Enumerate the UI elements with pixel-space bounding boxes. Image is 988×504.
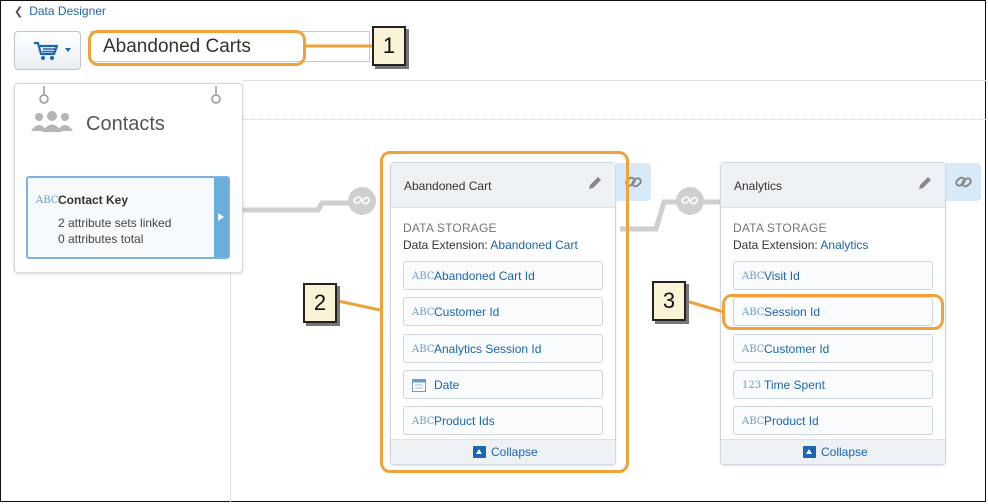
link-tab[interactable]	[946, 163, 981, 201]
data-extension-label: Data Extension: Analytics	[733, 238, 869, 252]
pin-icon	[211, 86, 221, 104]
shopping-cart-dropdown-button[interactable]	[14, 31, 81, 70]
card-title: Analytics	[734, 179, 783, 193]
text-type-icon: ABC	[742, 416, 765, 427]
callout-1: 1	[372, 26, 406, 66]
pin-icon	[39, 86, 49, 104]
canvas-divider-vertical	[230, 270, 231, 502]
attribute-group-name-input[interactable]	[90, 31, 370, 62]
data-extension-link[interactable]: Analytics	[820, 238, 869, 252]
canvas-guide-line	[242, 119, 986, 120]
pencil-icon[interactable]	[917, 175, 933, 191]
field-date[interactable]: Date	[403, 370, 603, 399]
link-node-icon[interactable]	[348, 187, 376, 215]
text-type-icon: ABC	[742, 307, 765, 318]
chevron-left-icon: ❮	[14, 6, 24, 18]
breadcrumb[interactable]: ❮ Data Designer	[14, 4, 106, 18]
collapse-button[interactable]: Collapse	[721, 439, 945, 464]
text-type-icon: ABC	[412, 307, 435, 318]
text-type-icon: ABC	[36, 195, 59, 206]
data-extension-label: Data Extension: Abandoned Cart	[403, 238, 578, 252]
highlight-outline-name	[88, 30, 306, 66]
collapse-button[interactable]: Collapse	[391, 439, 615, 464]
arrow-right-icon	[218, 213, 224, 221]
data-storage-label: DATA STORAGE	[403, 221, 497, 235]
card-header: Analytics	[721, 163, 945, 208]
calendar-icon	[412, 379, 426, 392]
contact-key-card[interactable]: ABC Contact Key 2 attribute sets linked …	[26, 176, 230, 259]
card-header: Abandoned Cart	[391, 163, 615, 208]
number-type-icon: 123	[742, 380, 762, 391]
collapse-icon	[473, 446, 486, 458]
attribute-sets-count: 2 attribute sets linked	[58, 216, 172, 230]
callout-2: 2	[303, 283, 337, 323]
callout-3: 3	[652, 281, 686, 321]
canvas-divider	[242, 80, 986, 81]
people-icon	[31, 111, 73, 132]
abandoned-cart-card[interactable]: Abandoned Cart DATA STORAGE Data Extensi…	[390, 162, 616, 465]
analytics-card[interactable]: Analytics DATA STORAGE Data Extension: A…	[720, 162, 946, 465]
text-type-icon: ABC	[742, 271, 765, 282]
contacts-card[interactable]: Contacts ABC Contact Key 2 attribute set…	[14, 83, 243, 273]
highlight-outline-abandoned-cart	[380, 151, 629, 473]
expand-tab[interactable]	[214, 178, 228, 257]
contacts-title: Contacts	[86, 113, 165, 135]
chevron-down-icon	[65, 48, 71, 52]
link-node-icon[interactable]	[676, 187, 704, 215]
text-type-icon: ABC	[412, 416, 435, 427]
text-type-icon: ABC	[742, 344, 765, 355]
data-extension-link[interactable]: Abandoned Cart	[490, 238, 578, 252]
text-type-icon: ABC	[412, 271, 435, 282]
contact-key-name: Contact Key	[58, 193, 129, 207]
link-icon	[955, 176, 972, 188]
breadcrumb-link[interactable]: Data Designer	[29, 4, 106, 18]
data-storage-label: DATA STORAGE	[733, 221, 827, 235]
shopping-cart-icon	[34, 41, 59, 60]
collapse-icon	[803, 446, 816, 458]
text-type-icon: ABC	[412, 344, 435, 355]
attributes-total: 0 attributes total	[58, 232, 144, 246]
pencil-icon[interactable]	[587, 175, 603, 191]
card-title: Abandoned Cart	[404, 179, 492, 193]
